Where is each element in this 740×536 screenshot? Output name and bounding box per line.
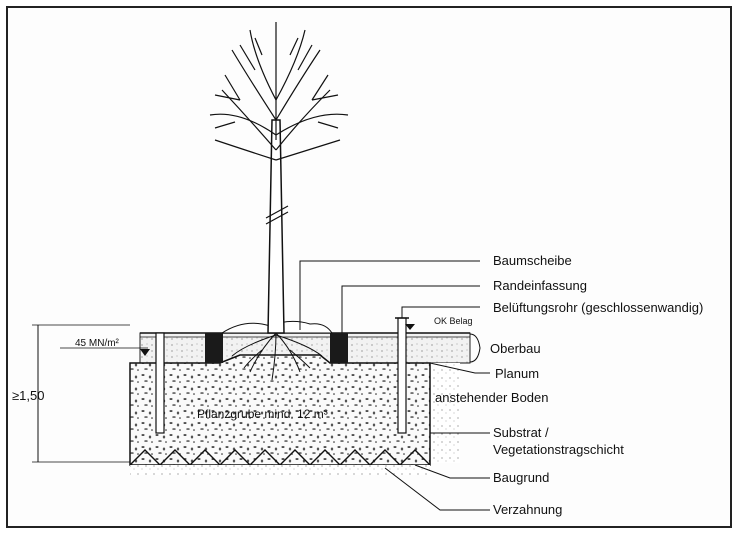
label-baugrund: Baugrund [493, 470, 549, 485]
label-baumscheibe: Baumscheibe [493, 253, 572, 268]
label-depth: ≥1,50 [12, 388, 44, 403]
tree-roots [231, 332, 323, 381]
label-ok-belag: OK Belag [434, 316, 473, 326]
aeration-pipe-right [397, 317, 407, 434]
edge-block-right [330, 333, 348, 363]
label-oberbau: Oberbau [490, 341, 541, 356]
aeration-pipe-left [155, 332, 165, 434]
label-belueftungsrohr: Belüftungsrohr (geschlossenwandig) [493, 300, 703, 315]
label-modulus: 45 MN/m² [75, 338, 120, 349]
label-anstehender-boden: anstehender Boden [435, 390, 548, 405]
tree-trunk [267, 119, 285, 334]
tree-crown [209, 22, 349, 161]
edge-block-left [205, 333, 223, 363]
label-planum: Planum [495, 366, 539, 381]
label-substrat-line1: Substrat / [493, 425, 549, 440]
label-randeinfassung: Randeinfassung [493, 278, 587, 293]
label-verzahnung: Verzahnung [493, 502, 562, 517]
label-substrat-line2: Vegetationstragschicht [493, 442, 624, 457]
label-pflanzgrube: Pflanzgrube mind. 12 m³ [197, 407, 328, 421]
